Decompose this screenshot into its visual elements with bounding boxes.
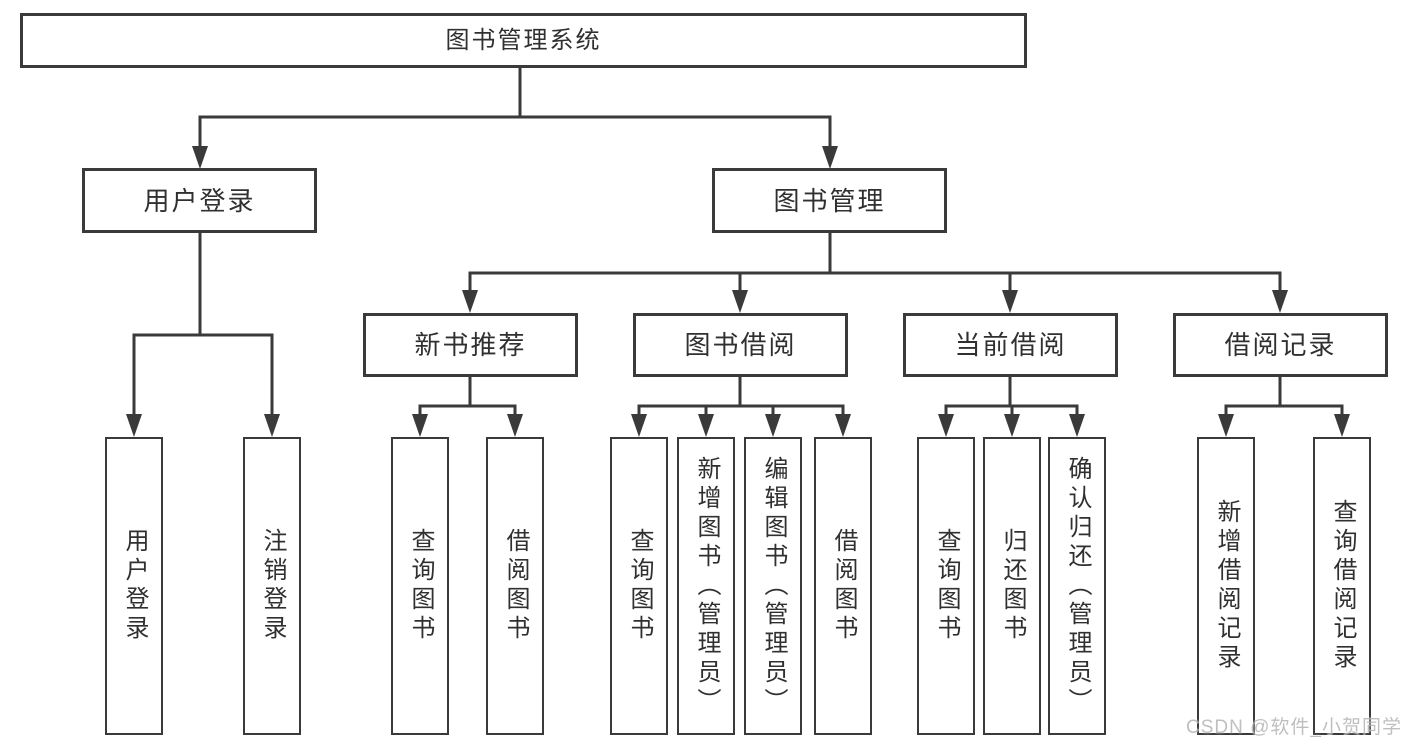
leaf-query-book-borrow: 查询图书 <box>610 437 668 735</box>
node-label: 新增图书（管理员） <box>693 455 720 717</box>
leaf-confirm-return-admin: 确认归还（管理员） <box>1048 437 1106 735</box>
leaf-borrow-book-recommend: 借阅图书 <box>486 437 544 735</box>
leaf-add-book-admin: 新增图书（管理员） <box>677 437 735 735</box>
leaf-add-borrow-record: 新增借阅记录 <box>1197 437 1255 735</box>
leaf-edit-book-admin: 编辑图书（管理员） <box>744 437 802 735</box>
leaf-return-book: 归还图书 <box>983 437 1041 735</box>
node-label: 用户登录 <box>143 185 256 216</box>
leaf-borrow-book: 借阅图书 <box>814 437 872 735</box>
leaf-logout: 注销登录 <box>243 437 301 735</box>
node-label: 编辑图书（管理员） <box>760 455 787 717</box>
node-label: 当前借阅 <box>954 330 1067 360</box>
node-current-borrow: 当前借阅 <box>903 313 1118 377</box>
node-label: 查询图书 <box>933 528 960 644</box>
node-label: 查询借阅记录 <box>1329 499 1356 673</box>
node-book-management: 图书管理 <box>712 168 947 233</box>
node-label: 查询图书 <box>626 528 653 644</box>
node-user-login: 用户登录 <box>82 168 317 233</box>
node-label: 查询图书 <box>407 528 434 644</box>
node-label: 图书管理 <box>773 185 886 216</box>
leaf-query-borrow-record: 查询借阅记录 <box>1313 437 1371 735</box>
node-book-borrow: 图书借阅 <box>633 313 848 377</box>
watermark-text: CSDN @软件_小贺同学 <box>1186 717 1402 738</box>
node-label: 借阅图书 <box>830 528 857 644</box>
node-borrow-record: 借阅记录 <box>1173 313 1388 377</box>
node-label: 图书管理系统 <box>445 26 602 54</box>
leaf-query-book-recommend: 查询图书 <box>391 437 449 735</box>
node-label: 归还图书 <box>999 528 1026 644</box>
node-label: 借阅记录 <box>1224 330 1337 360</box>
node-label: 图书借阅 <box>684 330 797 360</box>
leaf-user-login: 用户登录 <box>105 437 163 735</box>
node-label: 用户登录 <box>121 528 148 644</box>
node-label: 新书推荐 <box>414 330 527 360</box>
leaf-query-book-current: 查询图书 <box>917 437 975 735</box>
node-label: 注销登录 <box>259 528 286 644</box>
node-label: 借阅图书 <box>502 528 529 644</box>
node-label: 确认归还（管理员） <box>1064 455 1091 717</box>
node-label: 新增借阅记录 <box>1213 499 1240 673</box>
node-library-management-system: 图书管理系统 <box>20 13 1027 68</box>
node-new-book-recommend: 新书推荐 <box>363 313 578 377</box>
